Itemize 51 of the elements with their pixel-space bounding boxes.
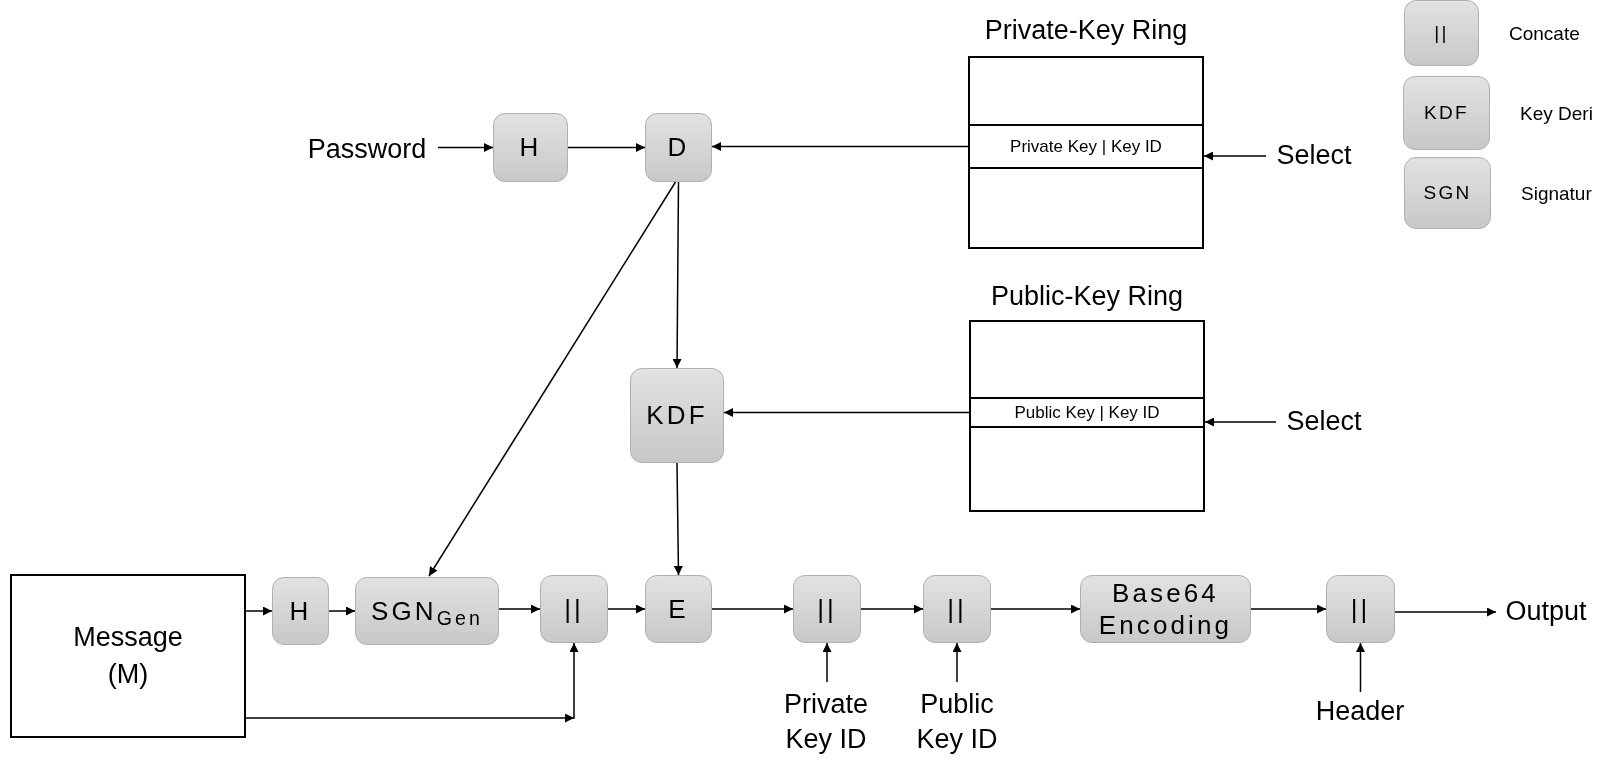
table-title: Public-Key Ring bbox=[989, 279, 1185, 313]
text-label: Private Key ID bbox=[770, 682, 882, 762]
arrow bbox=[673, 462, 683, 576]
arrow bbox=[1250, 604, 1327, 614]
arrow bbox=[567, 143, 646, 152]
arrow bbox=[328, 606, 356, 616]
arrow bbox=[672, 181, 682, 369]
arrow bbox=[245, 642, 579, 723]
process-box: D bbox=[645, 113, 712, 182]
arrow bbox=[711, 142, 969, 151]
arrow bbox=[607, 604, 646, 614]
legend-text: Signatur bbox=[1521, 182, 1592, 206]
process-box: SGN bbox=[1404, 157, 1491, 229]
arrow bbox=[437, 143, 494, 152]
process-box: KDF bbox=[1403, 76, 1490, 150]
arrow bbox=[723, 408, 970, 417]
arrow bbox=[1203, 151, 1267, 161]
legend-text: Key Deri bbox=[1520, 102, 1593, 126]
process-box: E bbox=[645, 575, 712, 643]
process-box: H bbox=[493, 113, 568, 182]
arrow bbox=[711, 604, 794, 614]
arrow bbox=[990, 604, 1081, 614]
message-box: Message (M) bbox=[10, 574, 246, 738]
process-box: || bbox=[1326, 575, 1395, 643]
text-label: Password bbox=[296, 130, 438, 170]
text-label: Header bbox=[1302, 692, 1418, 732]
arrow bbox=[822, 642, 832, 683]
arrow bbox=[1356, 642, 1365, 693]
arrow bbox=[428, 181, 677, 577]
process-box: H bbox=[272, 577, 329, 645]
process-box: || bbox=[793, 575, 861, 643]
table-row: Private Key | Key ID bbox=[968, 124, 1204, 169]
process-box: || bbox=[540, 575, 608, 643]
arrow bbox=[860, 604, 924, 614]
process-box: || bbox=[1404, 0, 1479, 66]
arrow bbox=[498, 604, 541, 614]
arrow bbox=[1394, 607, 1497, 617]
table-row: Public Key | Key ID bbox=[969, 397, 1205, 428]
legend-text: Concate bbox=[1509, 22, 1580, 46]
text-label: Output bbox=[1496, 592, 1596, 632]
arrow bbox=[952, 642, 962, 683]
process-box: SGN$_{Gen}$ bbox=[355, 577, 499, 645]
text-label: Select bbox=[1266, 136, 1362, 176]
table-title: Private-Key Ring bbox=[983, 13, 1189, 47]
text-label: Select bbox=[1276, 402, 1372, 442]
process-box: KDF bbox=[630, 368, 724, 463]
arrow bbox=[245, 606, 273, 616]
process-box: Base64 Encoding bbox=[1080, 575, 1251, 643]
process-box: || bbox=[923, 575, 991, 643]
arrow bbox=[1204, 417, 1277, 427]
text-label: Public Key ID bbox=[905, 682, 1009, 762]
